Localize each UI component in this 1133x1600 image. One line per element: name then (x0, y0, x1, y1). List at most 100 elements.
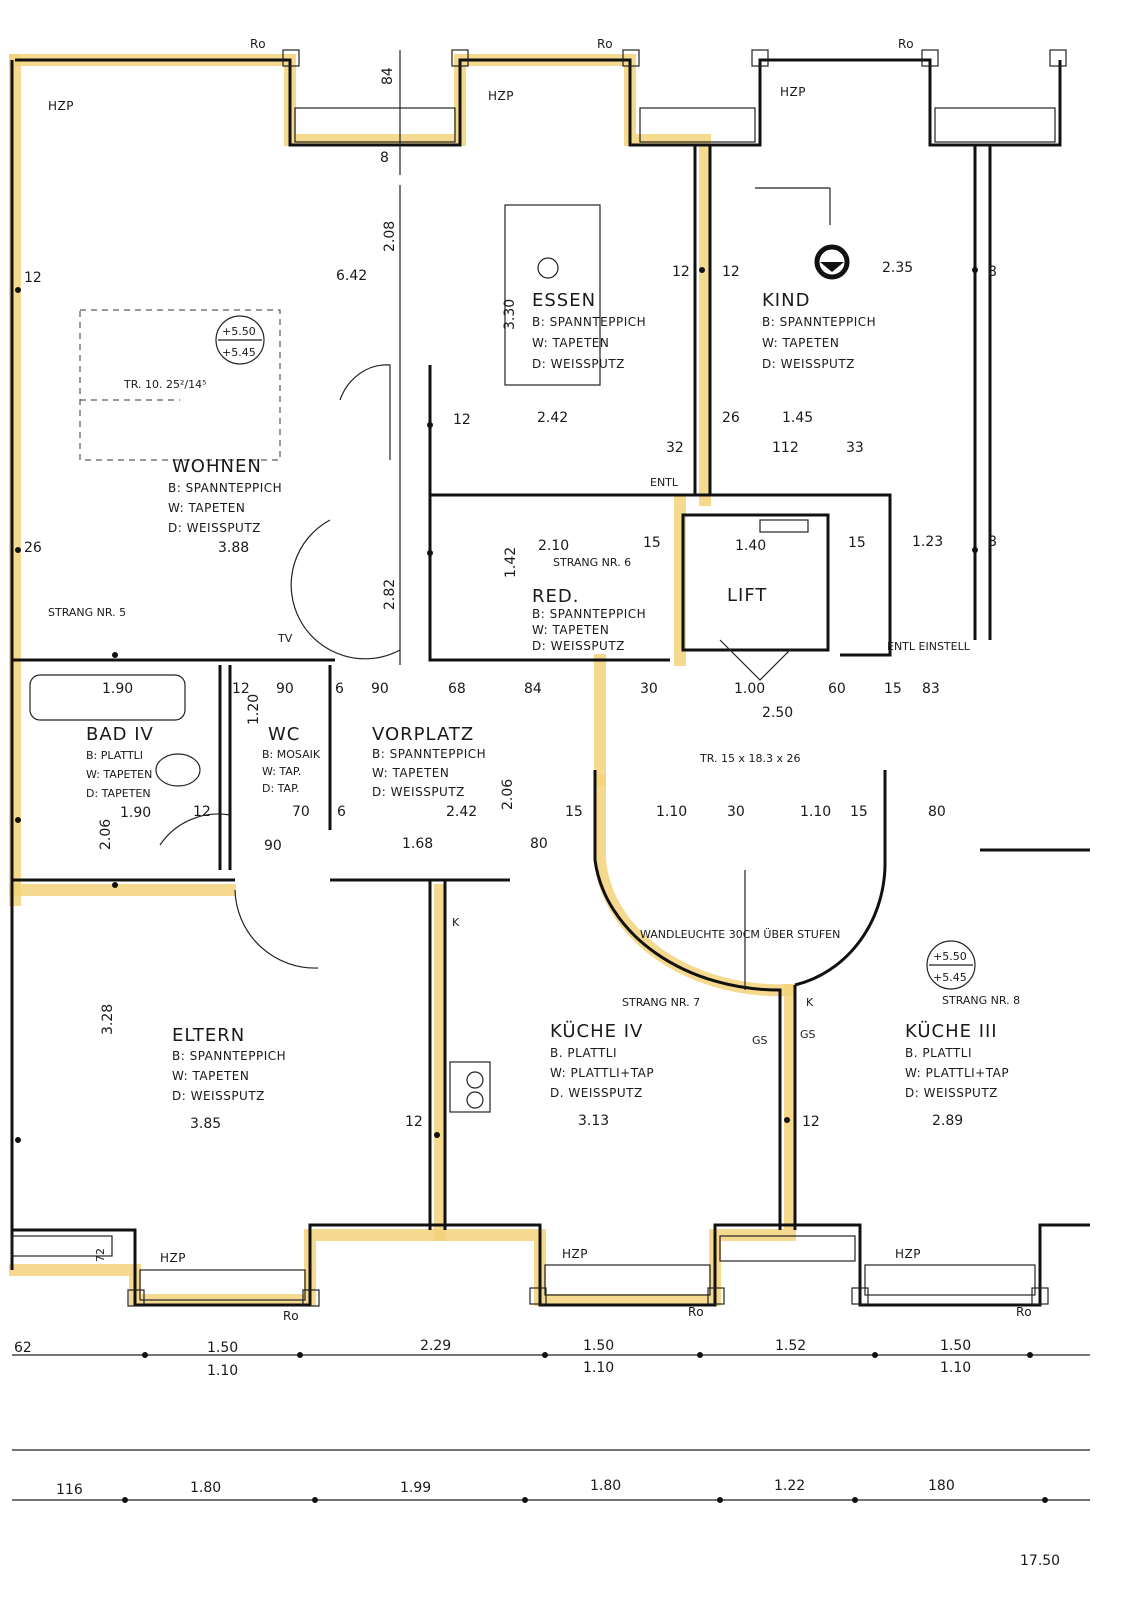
dimension: 12 (722, 264, 740, 280)
dimension: 1.10 (940, 1360, 971, 1376)
dimension: 3.28 (100, 1004, 116, 1035)
dimension: 1.10 (656, 804, 687, 820)
gs-label: GS (800, 1028, 816, 1041)
floor-spec: B: SPANNTEPPICH (372, 747, 486, 761)
ceiling-spec: D: WEISSPUTZ (372, 785, 465, 799)
heater-label: HZP (160, 1251, 186, 1265)
heater-label: HZP (895, 1247, 921, 1261)
ceiling-spec: D: WEISSPUTZ (532, 639, 625, 653)
annotations: HZP HZP HZP HZP HZP HZP Ro Ro Ro Ro Ro R… (48, 37, 1032, 1323)
dimensions: 84 8 2.08 6.42 3.30 12 12 12 12 8 26 1.4… (14, 67, 1060, 1569)
ceiling-spec: D: WEISSPUTZ (905, 1086, 998, 1100)
room-dimension: 2.42 (537, 410, 568, 426)
corner-posts (127, 49, 1067, 1307)
k-label: K (452, 916, 460, 929)
dimension: 70 (292, 804, 310, 820)
ceiling-spec: D: WEISSPUTZ (762, 357, 855, 371)
dimension: 1.50 (583, 1338, 614, 1354)
room-essen: ESSEN B: SPANNTEPPICH W: TAPETEN D: WEIS… (532, 290, 646, 426)
dimension: 1.52 (775, 1338, 806, 1354)
room-dimension: 2.10 (538, 538, 569, 554)
dimension: 15 (565, 804, 583, 820)
dimension: 1.80 (590, 1478, 621, 1494)
wall-spec: W: PLATTLI+TAP (550, 1066, 654, 1080)
wall-spec: W: TAPETEN (762, 336, 839, 350)
dimension: 1.80 (190, 1480, 221, 1496)
ceiling-spec: D: WEISSPUTZ (172, 1089, 265, 1103)
strang-label: STRANG NR. 5 (48, 606, 126, 619)
wall-spec: W: TAP. (262, 765, 301, 778)
dimension: 1.42 (503, 547, 519, 578)
room-name: WOHNEN (172, 456, 262, 477)
dimension: 112 (772, 440, 799, 456)
room-name: ESSEN (532, 290, 596, 311)
ceiling-spec: D: WEISSPUTZ (532, 357, 625, 371)
level-marker-icon (215, 315, 976, 990)
dimension: 15 (848, 535, 866, 551)
dimension: 15 (850, 804, 868, 820)
dimension: 12 (405, 1114, 423, 1130)
room-name: LIFT (727, 585, 767, 606)
dimension: 15 (643, 535, 661, 551)
dimension: 12 (802, 1114, 820, 1130)
highlight-walls (9, 54, 797, 1306)
dimension: 72 (94, 1248, 107, 1262)
dimension: 6 (335, 681, 344, 697)
dimension: 8 (380, 150, 389, 166)
room-name: RED. (532, 586, 579, 607)
heater-label: HZP (562, 1247, 588, 1261)
dimension: 30 (727, 804, 745, 820)
ceiling-spec: D. WEISSPUTZ (550, 1086, 643, 1100)
dimension: 2.82 (382, 579, 398, 610)
dimension: 62 (14, 1340, 32, 1356)
ceiling-spec: D: TAP. (262, 782, 299, 795)
level-label: +5.45 (933, 971, 967, 984)
dimension: 90 (371, 681, 389, 697)
dimension: 1.10 (800, 804, 831, 820)
room-vorplatz: VORPLATZ B: SPANNTEPPICH W: TAPETEN D: W… (372, 724, 486, 820)
room-wc: WC B: MOSAIK W: TAP. D: TAP. 90 (262, 724, 321, 854)
dimension-lines (12, 50, 1090, 1503)
ceiling-spec: D: TAPETEN (86, 787, 151, 800)
floor-spec: B. PLATTLI (905, 1046, 972, 1060)
level-label: +5.50 (222, 325, 256, 338)
strang-label: STRANG NR. 6 (553, 556, 631, 569)
room-lift: LIFT 1.40 (727, 538, 767, 606)
wall-spec: W: TAPETEN (532, 623, 609, 637)
room-wohnen: WOHNEN B: SPANNTEPPICH W: TAPETEN D: WEI… (168, 456, 282, 556)
wall-spec: W: TAPETEN (172, 1069, 249, 1083)
dimension: 2.50 (762, 705, 793, 721)
heater-label: HZP (780, 85, 806, 99)
wall-spec: W: TAPETEN (86, 768, 152, 781)
shutter-label: Ro (898, 37, 914, 51)
dimension: 6 (337, 804, 346, 820)
strang-label: STRANG NR. 7 (622, 996, 700, 1009)
dimension: 1.45 (782, 410, 813, 426)
dimension: 12 (232, 681, 250, 697)
dimension: 1.90 (102, 681, 133, 697)
k-label: K (806, 996, 814, 1009)
shutter-label: Ro (250, 37, 266, 51)
dimension: 84 (380, 67, 396, 85)
wall-spec: W: TAPETEN (372, 766, 449, 780)
windows (11, 107, 1056, 1301)
gs-label: GS (752, 1034, 768, 1047)
heater-label: HZP (48, 99, 74, 113)
shutter-label: Ro (283, 1309, 299, 1323)
tv-label: TV (277, 632, 293, 645)
dimension: 1.22 (774, 1478, 805, 1494)
dimension: 60 (828, 681, 846, 697)
floor-spec: B: SPANNTEPPICH (172, 1049, 286, 1063)
room-name: KÜCHE IV (550, 1020, 643, 1042)
room-kueche-3: KÜCHE III B. PLATTLI W: PLATTLI+TAP D: W… (905, 1020, 1009, 1129)
dimension: 80 (928, 804, 946, 820)
room-dimension: 2.89 (932, 1113, 963, 1129)
floor-spec: B: SPANNTEPPICH (532, 315, 646, 329)
dimension: 2.29 (420, 1338, 451, 1354)
dimension: 1.50 (940, 1338, 971, 1354)
room-name: BAD IV (86, 724, 154, 745)
dimension: 90 (276, 681, 294, 697)
floor-spec: B. PLATTLI (550, 1046, 617, 1060)
room-dimension: 2.35 (882, 260, 913, 276)
shutter-label: Ro (1016, 1305, 1032, 1319)
